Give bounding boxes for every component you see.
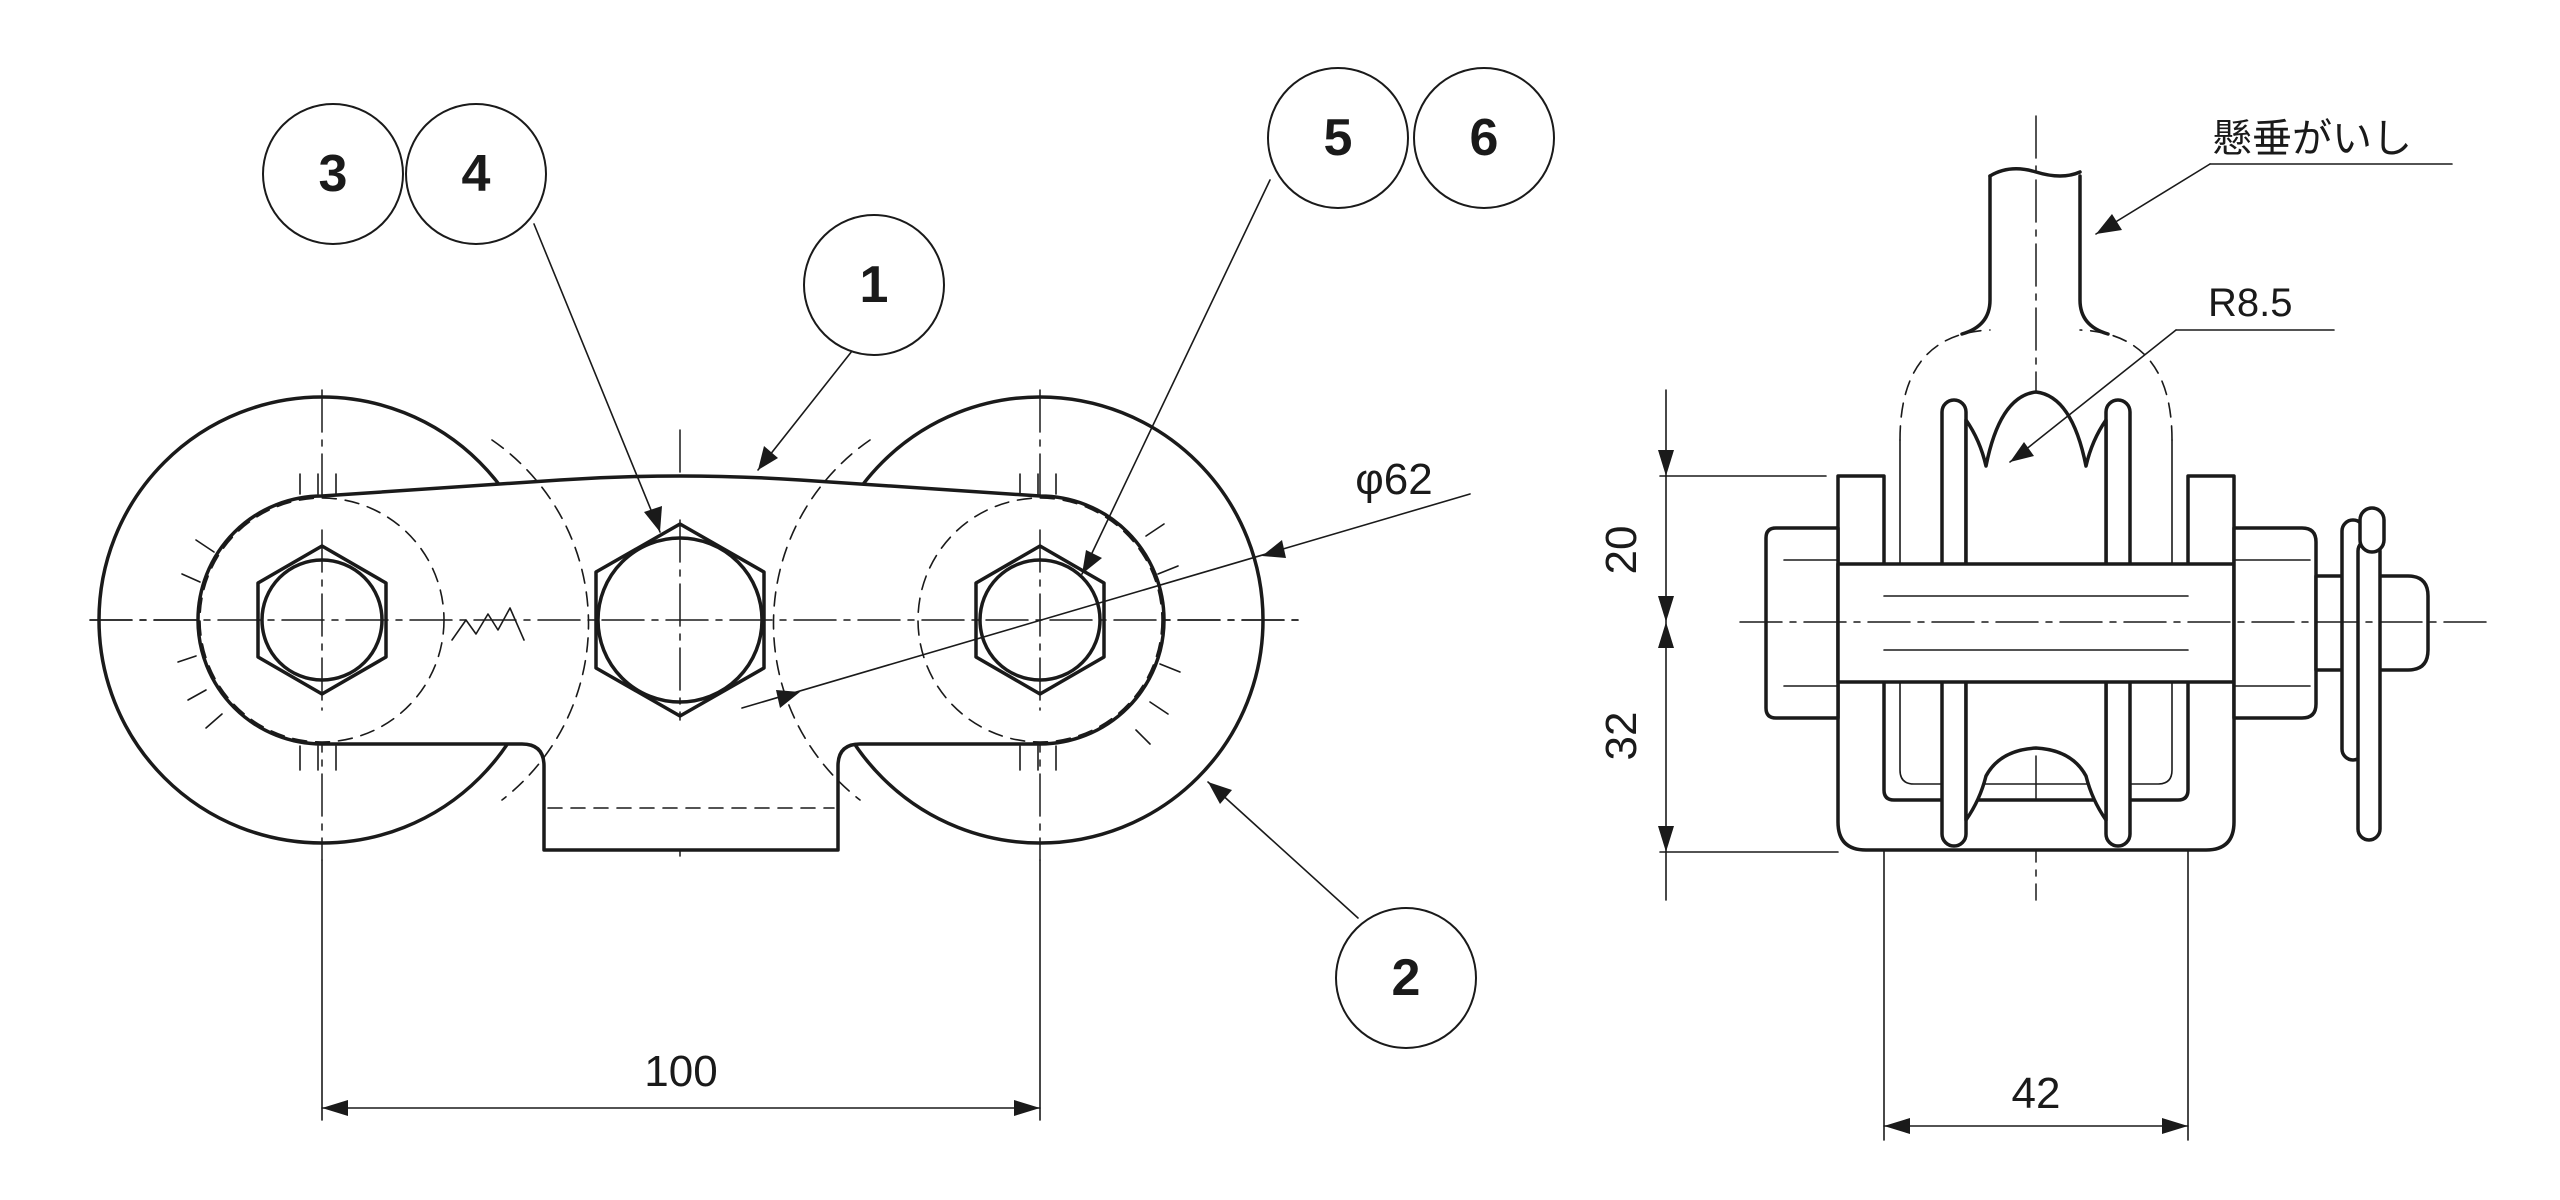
insulator-rod-top [1988, 167, 2082, 178]
width-dimension: 42 [1883, 849, 2189, 1141]
left-sheave-hidden-arc [491, 439, 590, 801]
height-dimensions: 20 32 [1597, 389, 1839, 901]
side-view: 懸垂がいし R8.5 20 32 42 [1597, 115, 2491, 1141]
balloon-2: 2 [1207, 781, 1477, 1049]
height-upper-label: 20 [1597, 526, 1646, 575]
balloon-6: 6 [1413, 67, 1555, 209]
radius-label: R8.5 [2208, 281, 2293, 325]
pitch-label: 100 [644, 1047, 717, 1096]
insulator-label: 懸垂がいし [2212, 117, 2412, 161]
bolt-head [1764, 526, 1840, 720]
balloon-1: 1 [757, 214, 945, 471]
balloon-3-label: 3 [319, 145, 348, 203]
bolt-shank [1836, 562, 2236, 684]
balloon-4: 4 [405, 103, 662, 533]
bolt-nut [2232, 526, 2318, 720]
front-view: 1 3 4 5 6 2 [89, 67, 1555, 1121]
balloon-5: 5 [1081, 67, 1409, 575]
insulator-rod [1960, 174, 2110, 336]
cotter-pin-lower [2356, 538, 2382, 842]
balloon-2-label: 2 [1392, 949, 1421, 1007]
radius-callout: R8.5 [2009, 281, 2335, 463]
cotter-pin-head [2358, 506, 2386, 554]
clevis-frame [1836, 474, 2236, 852]
right-sheave-hidden-arc [772, 439, 871, 801]
diameter-label: φ62 [1355, 455, 1432, 504]
right-bearing-hidden-circle [917, 497, 1163, 743]
pitch-dimension: 100 [321, 859, 1041, 1121]
balloon-6-label: 6 [1470, 109, 1499, 167]
balloon-4-label: 4 [462, 145, 491, 203]
clevis-hidden-arc [1899, 329, 2173, 441]
left-bearing-ticks [177, 473, 337, 771]
diameter-dimension: φ62 [741, 455, 1471, 709]
width-label: 42 [2012, 1069, 2061, 1118]
balloon-3: 3 [262, 103, 404, 245]
height-lower-label: 32 [1597, 712, 1646, 761]
balloon-5-label: 5 [1324, 109, 1353, 167]
insulator-callout: 懸垂がいし [2095, 117, 2453, 235]
right-bearing-ticks [1019, 473, 1181, 771]
balloon-1-label: 1 [860, 256, 889, 314]
clevis-inner-line [1899, 439, 2173, 785]
